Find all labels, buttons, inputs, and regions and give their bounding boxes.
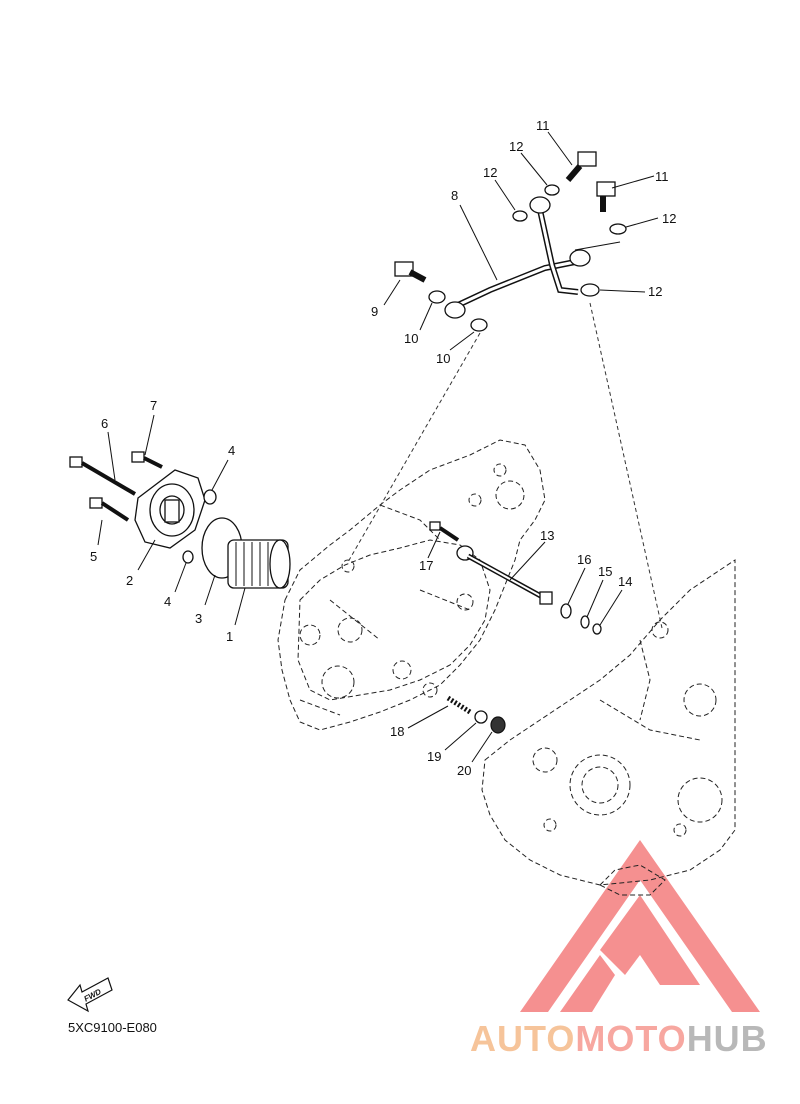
oil-filter-element: [227, 539, 291, 589]
callout-17: 17: [419, 558, 433, 573]
callout-12-c: 12: [662, 211, 676, 226]
washer-10-a: [428, 290, 446, 304]
bolt-5: [89, 497, 130, 522]
callout-15: 15: [598, 564, 612, 579]
o-ring-16: [560, 603, 572, 619]
left-crankcase: [277, 439, 546, 731]
right-crankcase: [481, 559, 736, 896]
callout-7: 7: [150, 398, 157, 413]
diagram-code: 5XC9100-E080: [68, 1020, 157, 1035]
oil-delivery-pipe: [444, 196, 591, 319]
washer-12-d: [580, 283, 600, 297]
callout-10-a: 10: [404, 331, 418, 346]
o-ring-small-lower: [182, 550, 194, 564]
watermark-part-moto: MOTO: [575, 1018, 687, 1059]
callout-4-lower: 4: [164, 594, 171, 609]
bolt-7: [131, 451, 163, 469]
spring-18: [446, 695, 472, 715]
plug-20: [490, 716, 506, 734]
callout-10-b: 10: [436, 351, 450, 366]
callout-20: 20: [457, 763, 471, 778]
callout-9: 9: [371, 304, 378, 319]
watermark-text: AUTOMOTOHUB: [470, 1018, 768, 1060]
leader-lines: [97, 131, 659, 763]
fwd-arrow-icon: FWD: [67, 977, 113, 1013]
union-bolt-11-upper: [565, 151, 597, 182]
washer-12-a: [512, 210, 528, 222]
callout-4-upper: 4: [228, 443, 235, 458]
watermark-logo: [520, 840, 760, 1012]
callout-5: 5: [90, 549, 97, 564]
o-ring-small-upper: [203, 489, 217, 505]
bolt-6: [69, 456, 137, 496]
callout-1: 1: [226, 629, 233, 644]
washer-12-c: [609, 223, 627, 235]
callout-13: 13: [540, 528, 554, 543]
callout-12-a: 12: [509, 139, 523, 154]
callout-2: 2: [126, 573, 133, 588]
callout-16: 16: [577, 552, 591, 567]
guide-line-left: [347, 332, 481, 563]
oil-pipe-13: [456, 545, 553, 605]
washer-12-b: [544, 184, 560, 196]
union-bolt-11-right: [596, 181, 616, 212]
ball-19: [474, 710, 488, 724]
oil-filter-cover: [134, 469, 206, 549]
watermark-part-hub: HUB: [686, 1018, 768, 1059]
o-ring-14: [592, 623, 602, 635]
callout-11-a: 11: [536, 118, 550, 133]
bolt-17: [429, 521, 460, 542]
washer-10-b: [470, 318, 488, 332]
callouts: 1 2 3 4 4 5 6 7 8 9 10 10 11 11 12 12 12…: [90, 118, 676, 778]
o-ring-15: [580, 615, 590, 629]
callout-14: 14: [618, 574, 632, 589]
callout-12-d: 12: [648, 284, 662, 299]
callout-8: 8: [451, 188, 458, 203]
callout-3: 3: [195, 611, 202, 626]
callout-18: 18: [390, 724, 404, 739]
callout-19: 19: [427, 749, 441, 764]
callout-6: 6: [101, 416, 108, 431]
union-bolt-9: [394, 261, 427, 283]
callout-12-b: 12: [483, 165, 497, 180]
watermark-part-auto: AUTO: [470, 1018, 576, 1059]
callout-11-b: 11: [655, 169, 669, 184]
